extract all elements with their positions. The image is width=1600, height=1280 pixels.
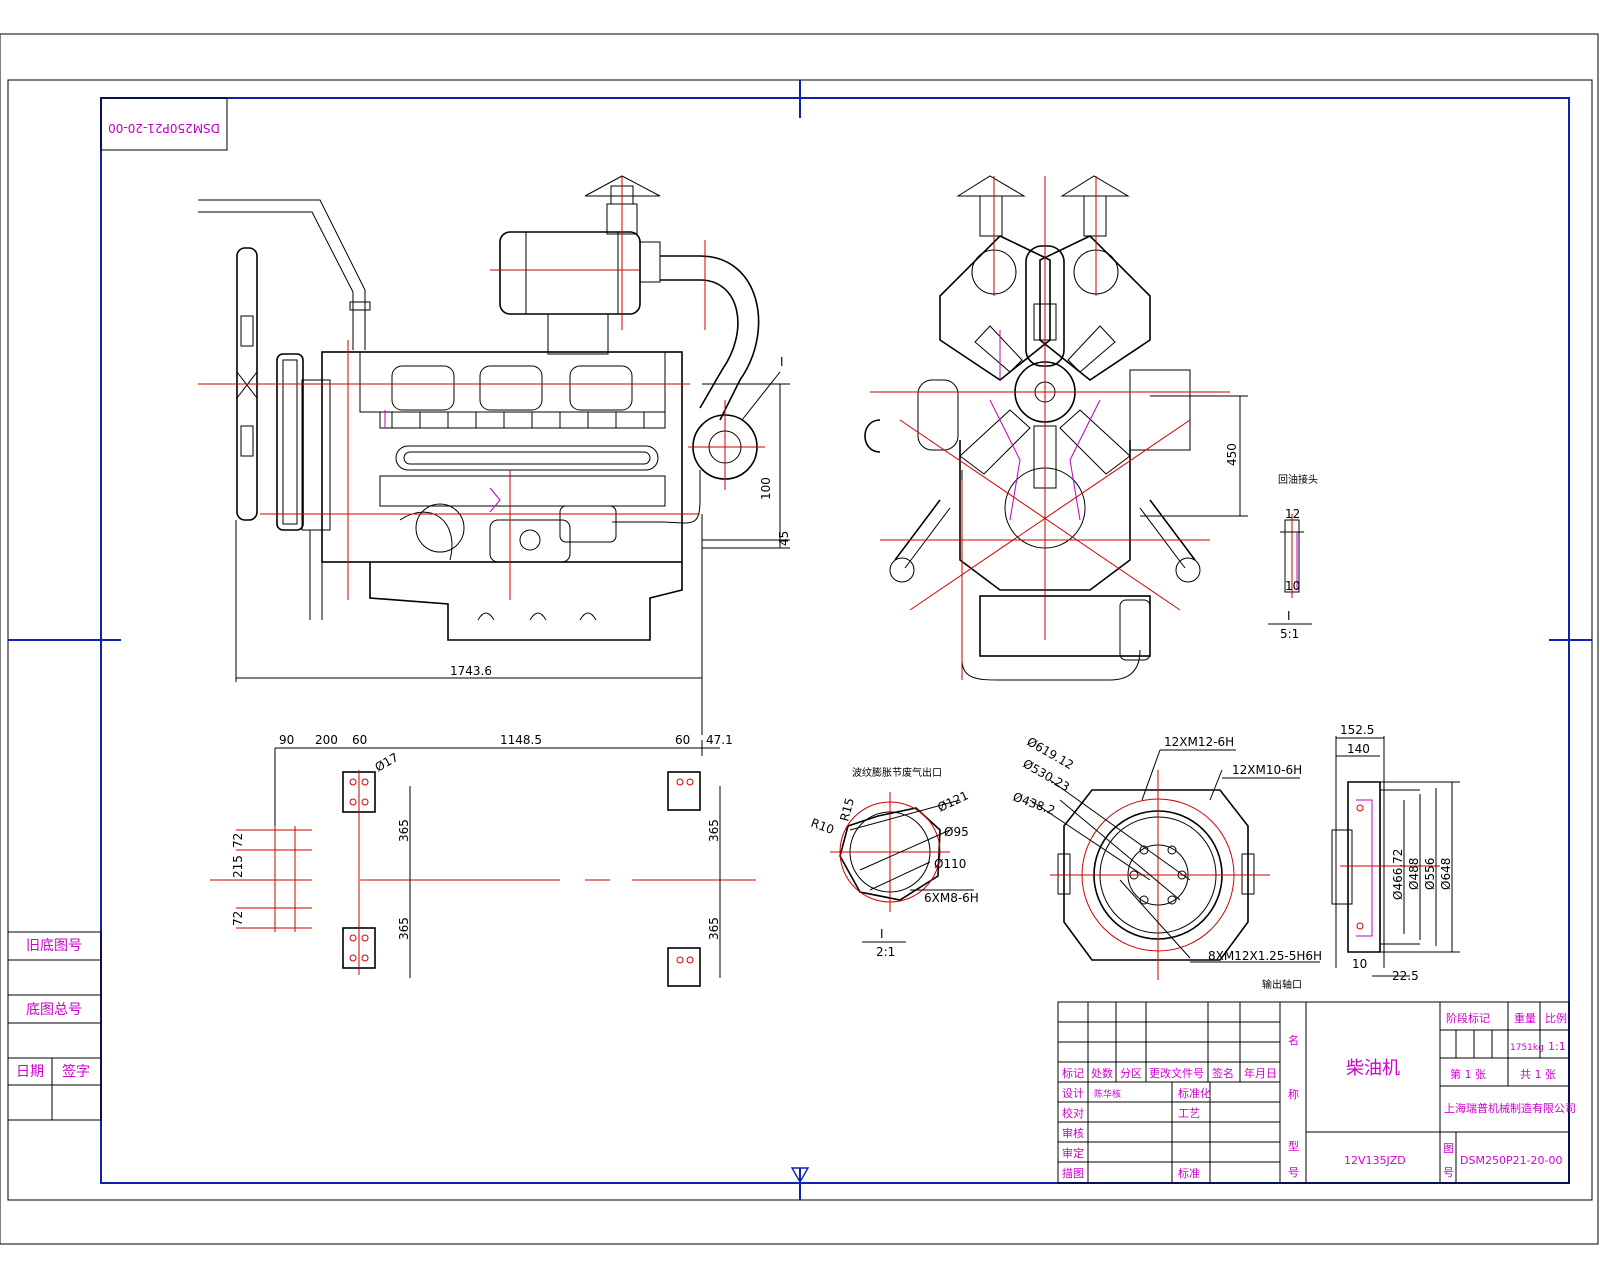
role-trace: 描图 xyxy=(1062,1166,1084,1180)
dim-base-90: 90 xyxy=(279,733,294,747)
craft-label: 工艺 xyxy=(1178,1107,1200,1120)
drawing-code-value: DSM250P21-20-00 xyxy=(1460,1154,1563,1167)
dim-phi110: Ø110 xyxy=(934,857,966,871)
dim-phi488: Ø488 xyxy=(1407,858,1421,890)
dim-m8: 6XM8-6H xyxy=(924,891,979,905)
std2-label: 标准 xyxy=(1178,1166,1200,1180)
dim-base-200: 200 xyxy=(315,733,338,747)
weight-value: 1751kg xyxy=(1510,1043,1544,1053)
oil-joint-label: 回油接头 xyxy=(1278,473,1318,486)
designer-name: 陈华核 xyxy=(1094,1088,1121,1100)
weight-label: 重量 xyxy=(1514,1011,1536,1025)
code-label-2: 号 xyxy=(1443,1166,1454,1179)
exhaust-flange-detail: 波纹膨胀节废气出口 R15 R10 Ø121 Ø95 Ø110 6XM8-6H … xyxy=(809,766,979,959)
front-view-dimensions: 450 xyxy=(1140,395,1248,517)
dim-side-length: 1743.6 xyxy=(450,664,492,678)
dim-r15: R15 xyxy=(837,796,857,822)
role-check: 校对 xyxy=(1062,1106,1084,1120)
dim-72a: 72 xyxy=(231,833,245,848)
name-label-1: 名 xyxy=(1288,1033,1299,1047)
flywheel-side-section: 152.5 140 Ø466.72 Ø488 Ø556 Ø648 10 22.5 xyxy=(1331,723,1460,983)
base-total-no-label: 底图总号 xyxy=(26,1002,82,1018)
dim-base-47: 47.1 xyxy=(706,733,733,747)
company-name: 上海瑞普机械制造有限公司 xyxy=(1444,1101,1576,1115)
detail-scale-2: 2:1 xyxy=(876,945,895,959)
dim-152: 152.5 xyxy=(1340,723,1374,737)
scale-value: 1:1 xyxy=(1548,1040,1566,1053)
engine-front-view xyxy=(864,175,1230,681)
detail-scale-5: 5:1 xyxy=(1280,627,1299,641)
dim-phi121: Ø121 xyxy=(935,788,970,814)
left-margin-block: 旧底图号 底图总号 日期 签字 xyxy=(7,931,102,1121)
drawing-code-box: DSM250P21-20-00 xyxy=(100,97,228,151)
dim-m10-6h: 12XM10-6H xyxy=(1232,763,1302,777)
dim-365d: 365 xyxy=(707,917,721,940)
dim-phi556: Ø556 xyxy=(1423,858,1437,890)
engine-side-view xyxy=(198,175,765,641)
std-label: 标准化 xyxy=(1178,1086,1211,1100)
dim-base-60b: 60 xyxy=(675,733,690,747)
dim-m12-125: 8XM12X1.25-5H6H xyxy=(1208,949,1322,963)
exhaust-outlet-label: 波纹膨胀节废气出口 xyxy=(852,766,942,779)
stage-mark-label: 阶段标记 xyxy=(1446,1011,1490,1025)
code-label-1: 图 xyxy=(1443,1142,1454,1155)
dim-phi95: Ø95 xyxy=(944,825,969,839)
model-label-2: 号 xyxy=(1288,1166,1299,1179)
rev-header-mark: 标记 xyxy=(1062,1066,1084,1080)
flywheel-housing-view: 12XM12-6H 12XM10-6H Ø619.12 Ø530.23 Ø438… xyxy=(1011,734,1322,991)
dim-215: 215 xyxy=(231,855,245,878)
rev-header-count: 处数 xyxy=(1091,1067,1113,1080)
role-review: 审核 xyxy=(1062,1126,1084,1140)
dim-72b: 72 xyxy=(231,911,245,926)
dim-r10: R10 xyxy=(809,816,836,837)
detail-I-label: I xyxy=(1287,609,1291,623)
product-name: 柴油机 xyxy=(1346,1058,1400,1079)
sheet-no: 第 1 张 xyxy=(1450,1067,1486,1081)
output-shaft-label: 输出轴口 xyxy=(1262,978,1302,991)
dim-phi17: Ø17 xyxy=(373,750,401,774)
title-block: 标记 处数 分区 更改文件号 签名 年月日 设计 校对 审核 审定 描图 陈华核… xyxy=(1057,1001,1576,1184)
dim-365c: 365 xyxy=(707,819,721,842)
detail-oil-joint: 回油接头 12 10 I 5:1 xyxy=(1268,473,1318,641)
drawing-code-rotated: DSM250P21-20-00 xyxy=(108,121,220,135)
rev-header-docno: 更改文件号 xyxy=(1149,1066,1204,1080)
rev-header-zone: 分区 xyxy=(1120,1067,1142,1080)
date-label: 日期 xyxy=(16,1064,44,1080)
dim-100: 100 xyxy=(759,477,773,500)
scale-label: 比例 xyxy=(1545,1011,1567,1025)
dim-phi466: Ø466.72 xyxy=(1391,849,1405,900)
dim-12: 12 xyxy=(1285,507,1300,521)
sheet-border xyxy=(0,33,1599,1245)
signature-label: 签字 xyxy=(62,1063,90,1080)
dim-140: 140 xyxy=(1347,742,1370,756)
role-design: 设计 xyxy=(1062,1087,1084,1100)
rev-header-sign: 签名 xyxy=(1212,1066,1234,1080)
model-label-1: 型 xyxy=(1288,1139,1299,1153)
detail-I-marker: I xyxy=(780,355,784,369)
dim-m12-6h: 12XM12-6H xyxy=(1164,735,1234,749)
dim-450: 450 xyxy=(1225,443,1239,466)
dim-10: 10 xyxy=(1285,579,1300,593)
name-label-2: 称 xyxy=(1288,1087,1299,1101)
detail-I-label-2: I xyxy=(880,927,884,941)
old-drawing-no-label: 旧底图号 xyxy=(26,938,82,954)
rev-header-date: 年月日 xyxy=(1244,1066,1277,1080)
dim-base-1148: 1148.5 xyxy=(500,733,542,747)
dim-45: 45 xyxy=(777,531,791,546)
dim-365a: 365 xyxy=(397,819,411,842)
dim-365b: 365 xyxy=(397,917,411,940)
sheet-total: 共 1 张 xyxy=(1520,1068,1556,1081)
role-approve: 审定 xyxy=(1062,1146,1084,1160)
base-mounting-plan: 90 200 60 1148.5 60 47.1 365 xyxy=(210,733,756,987)
dim-base-60a: 60 xyxy=(352,733,367,747)
dim-phi648: Ø648 xyxy=(1439,858,1453,890)
model-value: 12V135JZD xyxy=(1344,1154,1406,1167)
dim-10b: 10 xyxy=(1352,957,1367,971)
dim-phi438: Ø438.2 xyxy=(1011,790,1057,818)
side-view-dimensions: 1743.6 100 45 I xyxy=(235,355,791,735)
